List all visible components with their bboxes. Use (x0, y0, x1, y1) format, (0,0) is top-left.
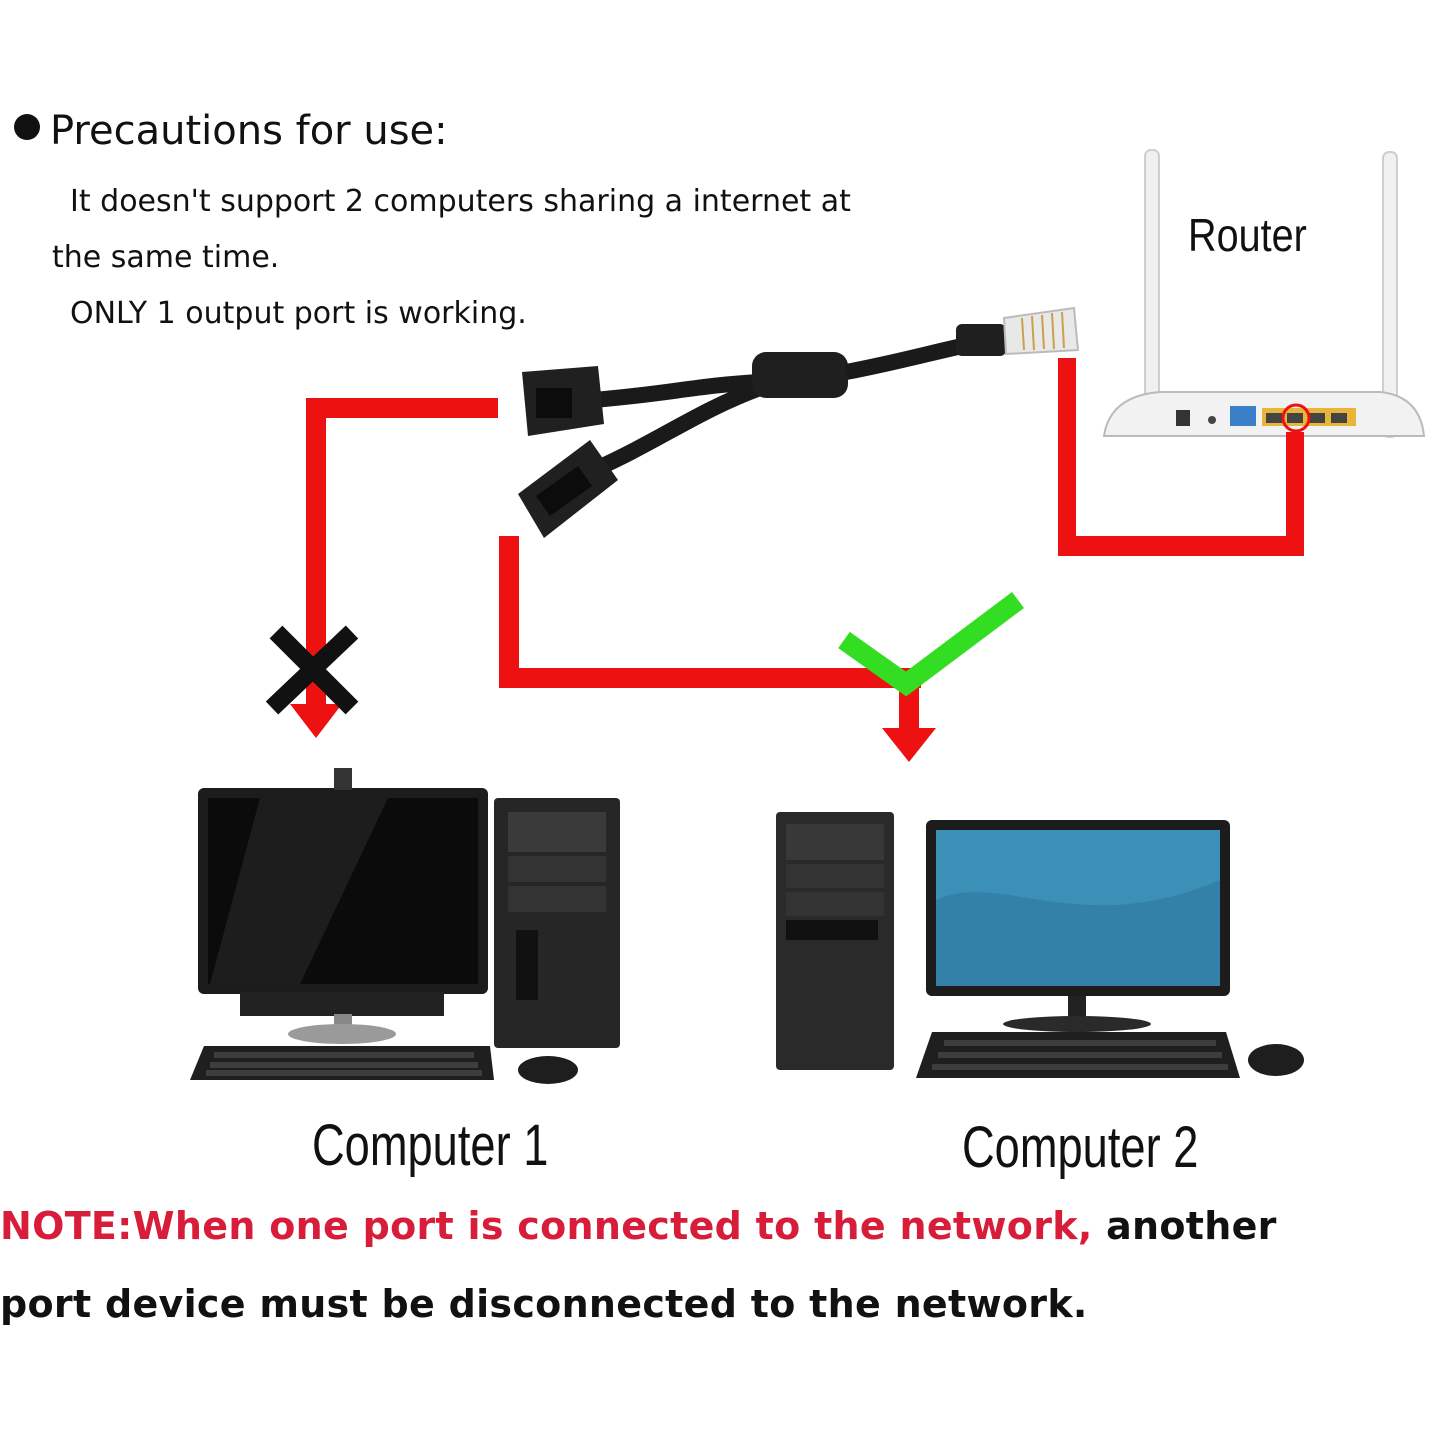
precaution-line-2: the same time. (52, 240, 280, 275)
path-router-down (1058, 358, 1076, 554)
precaution-line-3: ONLY 1 output port is working. (70, 296, 527, 331)
path-right-horizontal (499, 668, 921, 688)
computer-2-label: Computer 2 (962, 1115, 1199, 1180)
path-left-top (306, 398, 498, 418)
note-black-text: another (1092, 1204, 1277, 1248)
computer-1-illustration (190, 768, 620, 1084)
rj45-plug (1002, 306, 1080, 356)
router-label: Router (1188, 209, 1307, 261)
path-left-vertical (306, 398, 326, 704)
check-icon (838, 592, 1024, 697)
path-router-port-drop (1286, 432, 1304, 556)
computer-1-label: Computer 1 (312, 1113, 549, 1178)
router-port-highlight (1281, 403, 1311, 433)
path-router-bottom (1058, 536, 1304, 556)
note-line-1: NOTE:When one port is connected to the n… (0, 1204, 1277, 1248)
mouse-1 (518, 1056, 578, 1084)
router-power-port (1176, 410, 1190, 426)
note-line-2: port device must be disconnected to the … (0, 1282, 1088, 1326)
note-red-text: NOTE:When one port is connected to the n… (0, 1204, 1093, 1248)
bullet-icon (14, 114, 40, 140)
router-illustration (1102, 149, 1426, 438)
precaution-line-1: It doesn't support 2 computers sharing a… (70, 184, 851, 219)
computer-2-illustration (776, 812, 1304, 1078)
precautions-title: Precautions for use: (50, 108, 448, 154)
ethernet-splitter-cable (518, 306, 1080, 538)
arrow-to-computer-2 (882, 728, 936, 762)
path-right-vertical (499, 536, 519, 688)
arrow-to-computer-1 (290, 704, 342, 738)
router-reset-button (1208, 416, 1216, 424)
mouse-2 (1248, 1044, 1304, 1076)
note-line-2-text: port device must be disconnected to the … (0, 1282, 1088, 1326)
connection-paths (290, 358, 1304, 762)
router-wan-port (1230, 406, 1256, 426)
precautions-heading: Precautions for use: (14, 108, 448, 154)
cross-icon (265, 625, 359, 715)
